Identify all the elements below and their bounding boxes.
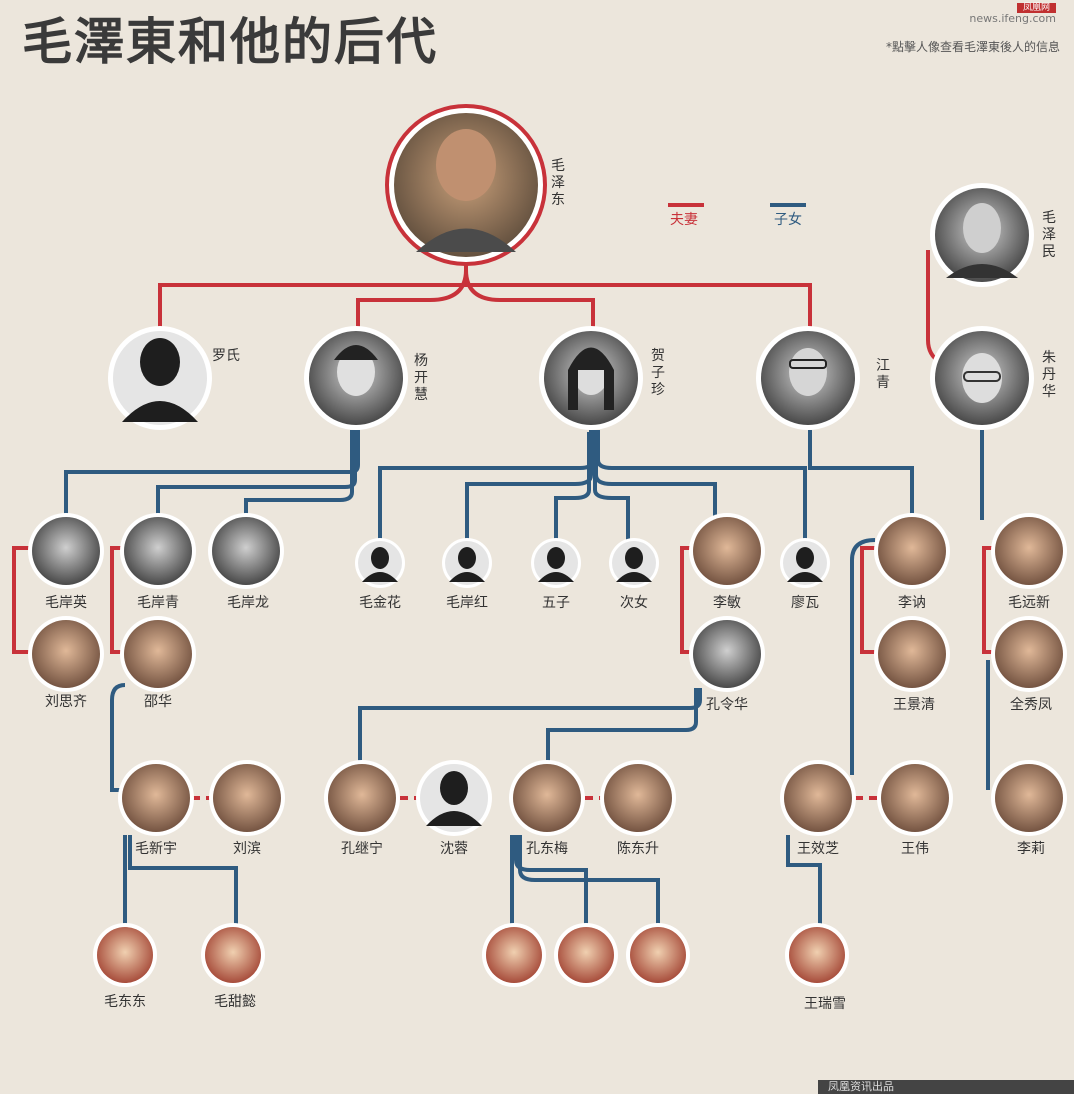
portrait-mao-yuanxin[interactable] bbox=[991, 513, 1067, 589]
portrait-mao-zedong[interactable] bbox=[385, 104, 547, 266]
label-shen-rong: 沈蓉 bbox=[440, 841, 468, 857]
portrait-shao-hua[interactable] bbox=[120, 616, 196, 692]
portrait-mao-jinhua[interactable] bbox=[355, 538, 405, 588]
label-wuzi: 五子 bbox=[542, 595, 570, 611]
portrait-kong-child-2[interactable] bbox=[554, 923, 618, 987]
label-quan-xiufeng: 全秀凤 bbox=[1010, 696, 1052, 713]
label-mao-jinhua: 毛金花 bbox=[359, 595, 401, 611]
label-li-li: 李莉 bbox=[1017, 841, 1045, 857]
label-mao-anlong: 毛岸龙 bbox=[227, 595, 269, 611]
portrait-mao-anhong[interactable] bbox=[442, 538, 492, 588]
portrait-luo-shi[interactable] bbox=[108, 326, 212, 430]
label-chen-dongsheng: 陈东升 bbox=[617, 840, 659, 857]
portrait-cinv[interactable] bbox=[609, 538, 659, 588]
portrait-li-li[interactable] bbox=[991, 760, 1067, 836]
portrait-liao-wa[interactable] bbox=[780, 538, 830, 588]
page-title: 毛澤東和他的后代 bbox=[22, 13, 438, 71]
label-kong-linghua: 孔令华 bbox=[706, 697, 748, 713]
label-he-zizhen: 贺子珍 bbox=[651, 348, 665, 398]
logo-url: news.ifeng.com bbox=[969, 12, 1056, 25]
label-wang-ruixue: 王瑞雪 bbox=[804, 996, 846, 1012]
portrait-mao-zemin[interactable] bbox=[930, 183, 1034, 287]
label-kong-dongmei: 孔东梅 bbox=[526, 841, 568, 857]
label-shao-hua: 邵华 bbox=[144, 694, 172, 710]
portrait-wang-xiaozhi[interactable] bbox=[780, 760, 856, 836]
label-jiang-qing: 江青 bbox=[876, 358, 890, 391]
label-wang-wei: 王伟 bbox=[901, 841, 929, 857]
portrait-yang-kaihui[interactable] bbox=[304, 326, 408, 430]
portrait-li-na[interactable] bbox=[874, 513, 950, 589]
click-hint-note: *點擊人像查看毛澤東後人的信息 bbox=[885, 40, 1060, 54]
legend-child: 子女 bbox=[774, 211, 802, 228]
portrait-zhu-danhua[interactable] bbox=[930, 326, 1034, 430]
logo-brand: 凤凰网 bbox=[1016, 3, 1056, 13]
portrait-quan-xiufeng[interactable] bbox=[991, 616, 1067, 692]
label-kong-jining: 孔继宁 bbox=[341, 840, 383, 857]
label-mao-anying: 毛岸英 bbox=[45, 594, 87, 611]
legend-spouse: 夫妻 bbox=[670, 212, 698, 228]
label-mao-anhong: 毛岸红 bbox=[446, 595, 488, 611]
portrait-liu-bin[interactable] bbox=[209, 760, 285, 836]
portrait-mao-xinyu[interactable] bbox=[118, 760, 194, 836]
portrait-kong-dongmei[interactable] bbox=[509, 760, 585, 836]
footer-credit: 凤凰资讯出品 bbox=[818, 1080, 1074, 1094]
portrait-he-zizhen[interactable] bbox=[539, 326, 643, 430]
portrait-mao-anqing[interactable] bbox=[120, 513, 196, 589]
portrait-kong-child-3[interactable] bbox=[626, 923, 690, 987]
portrait-wang-ruixue[interactable] bbox=[785, 923, 849, 987]
label-mao-tianyi: 毛甜懿 bbox=[214, 994, 256, 1010]
label-mao-yuanxin: 毛远新 bbox=[1008, 595, 1050, 611]
label-liao-wa: 廖瓦 bbox=[791, 594, 819, 611]
label-liu-siqi: 刘思齐 bbox=[45, 694, 87, 710]
label-cinv: 次女 bbox=[620, 594, 648, 611]
label-mao-anqing: 毛岸青 bbox=[137, 595, 179, 611]
portrait-mao-dongdong[interactable] bbox=[93, 923, 157, 987]
portrait-wuzi[interactable] bbox=[531, 538, 581, 588]
ifeng-logo: 凤凰网 news.ifeng.com bbox=[936, 0, 1056, 25]
label-liu-bin: 刘滨 bbox=[233, 841, 261, 857]
label-li-na: 李讷 bbox=[898, 595, 926, 611]
label-luo-shi: 罗氏 bbox=[212, 348, 240, 364]
portrait-jiang-qing[interactable] bbox=[756, 326, 860, 430]
portrait-shen-rong[interactable] bbox=[416, 760, 492, 836]
portrait-wang-wei[interactable] bbox=[877, 760, 953, 836]
portrait-mao-tianyi[interactable] bbox=[201, 923, 265, 987]
label-mao-dongdong: 毛东东 bbox=[104, 994, 146, 1010]
portrait-kong-child-1[interactable] bbox=[482, 923, 546, 987]
label-wang-xiaozhi: 王效芝 bbox=[797, 841, 839, 857]
portrait-chen-dongsheng[interactable] bbox=[600, 760, 676, 836]
portrait-mao-anlong[interactable] bbox=[208, 513, 284, 589]
legend: 夫妻 子女 bbox=[668, 203, 806, 228]
label-mao-zedong: 毛泽东 bbox=[551, 158, 565, 208]
portrait-kong-jining[interactable] bbox=[324, 760, 400, 836]
portrait-liu-siqi[interactable] bbox=[28, 616, 104, 692]
portrait-mao-anying[interactable] bbox=[28, 513, 104, 589]
portrait-li-min[interactable] bbox=[689, 513, 765, 589]
label-mao-xinyu: 毛新宇 bbox=[135, 841, 177, 857]
label-wang-jingqing: 王景清 bbox=[893, 697, 935, 713]
label-zhu-danhua: 朱丹华 bbox=[1042, 350, 1056, 400]
portrait-kong-linghua[interactable] bbox=[689, 616, 765, 692]
label-yang-kaihui: 杨开慧 bbox=[414, 353, 428, 403]
child-lines bbox=[64, 430, 990, 930]
label-li-min: 李敏 bbox=[713, 595, 741, 611]
portrait-wang-jingqing[interactable] bbox=[874, 616, 950, 692]
label-mao-zemin: 毛泽民 bbox=[1042, 210, 1056, 260]
